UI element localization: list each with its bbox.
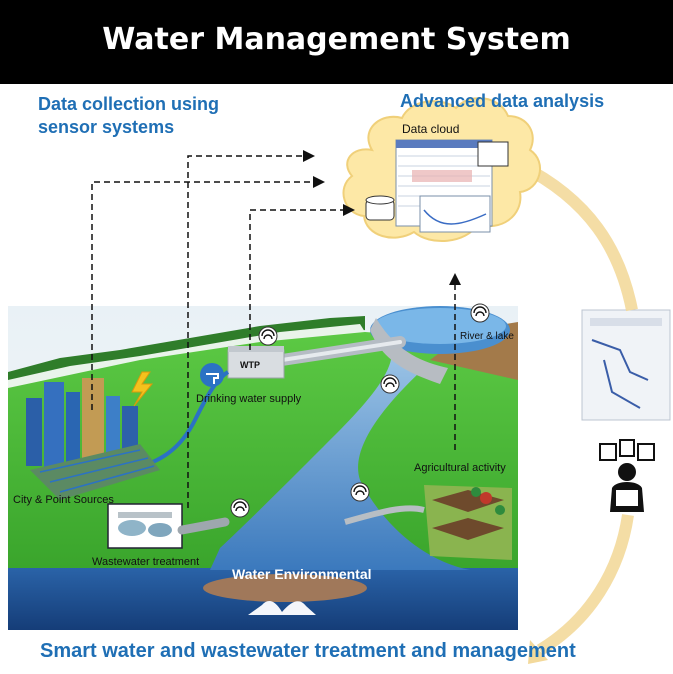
faucet-icon [200, 363, 224, 387]
label-agricultural-activity: Agricultural activity [414, 462, 506, 474]
wireless-sensor-icon [380, 374, 400, 394]
label-data-cloud: Data cloud [402, 122, 460, 136]
lightning-icon [131, 371, 154, 407]
heading-data-collection-line2: sensor systems [38, 117, 175, 137]
wireless-sensor-icon [470, 303, 490, 323]
wireless-sensor-icon [258, 326, 278, 346]
label-city-point-sources: City & Point Sources [13, 494, 114, 506]
database-icon [365, 195, 395, 221]
data-flow-lines [91, 150, 461, 508]
label-water-environmental: Water Environmental [232, 566, 372, 582]
monitoring-panel [581, 309, 671, 421]
label-drinking-water: Drinking water supply [196, 393, 302, 405]
title-bar [0, 0, 673, 84]
wireless-sensor-icon [230, 498, 250, 518]
heading-data-collection-line1: Data collection using [38, 94, 220, 114]
page-title: Water Management System [102, 22, 571, 57]
heading-advanced-analysis: Advanced data analysis [400, 91, 605, 111]
label-wastewater-treatment: Wastewater treatment [92, 556, 200, 568]
wireless-sensor-icon [350, 482, 370, 502]
heading-bottom: Smart water and wastewater treatment and… [40, 640, 576, 662]
label-wtp: WTP [240, 360, 260, 370]
label-river-lake: River & lake [460, 331, 514, 342]
city-buildings [26, 378, 160, 500]
operator-monitoring-icon [599, 439, 655, 512]
